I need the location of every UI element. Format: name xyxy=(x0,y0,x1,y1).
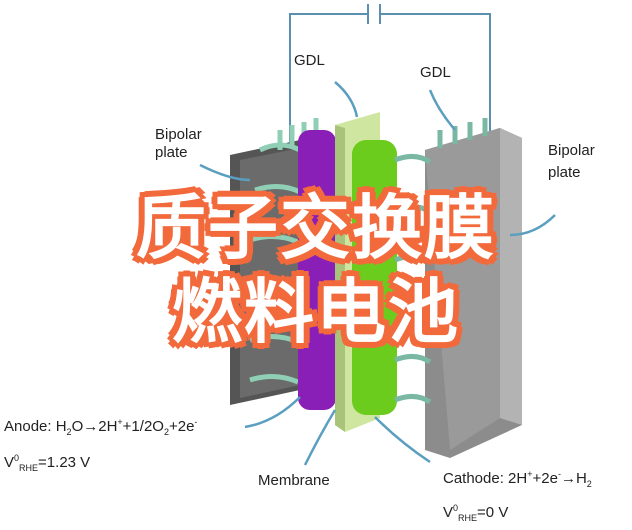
anode-reaction-label: Anode: H2O→2H++1/2O2+2e- V0RHE=1.23 V xyxy=(4,409,197,481)
cathode-reaction-label: Cathode: 2H++2e-→H2 V0RHE=0 V xyxy=(443,462,592,530)
gdl-right-label: GDL xyxy=(420,64,451,81)
bipolar-left-line2: plate xyxy=(155,144,188,161)
bipolar-right-line1: Bipolar xyxy=(548,142,595,159)
gdl-left-label: GDL xyxy=(294,52,325,69)
cathode-sup: - xyxy=(557,469,561,479)
cathode-text: Cathode: 2H xyxy=(443,470,528,487)
anode-potential-sup: 0 xyxy=(14,453,20,463)
cathode-catalyst-layer xyxy=(352,140,397,415)
overlay-title-line2: 燃料电池 xyxy=(172,271,460,353)
anode-catalyst-layer xyxy=(298,130,336,410)
cathode-gdl-fibers xyxy=(394,118,488,405)
anode-text: +2e xyxy=(168,418,195,435)
anode-potential: V xyxy=(4,454,15,471)
bipolar-left-line1: Bipolar xyxy=(155,126,202,143)
anode-potential-sub: RHE xyxy=(19,463,39,473)
bipolar-left-label: Bipolar plate xyxy=(155,126,202,162)
cathode-potential-value: =0 V xyxy=(477,504,509,521)
anode-text: +1/2O xyxy=(122,418,164,435)
membrane-label: Membrane xyxy=(258,472,330,489)
anode-sup: + xyxy=(117,417,123,427)
cathode-potential-sup: 0 xyxy=(453,503,459,513)
cathode-sub: 2 xyxy=(586,479,592,489)
anode-potential-value: =1.23 V xyxy=(38,454,91,471)
cathode-potential: V xyxy=(443,504,454,521)
cathode-text: +2e xyxy=(532,470,558,487)
cathode-potential-sub: RHE xyxy=(458,513,478,523)
anode-text: O→2H xyxy=(71,418,118,435)
cathode-text: →H xyxy=(560,470,587,487)
bipolar-right-line2: plate xyxy=(548,164,581,181)
cathode-sup: + xyxy=(527,469,533,479)
right-bipolar-plate xyxy=(425,128,522,458)
external-circuit-wire xyxy=(289,4,491,150)
bipolar-right-label: Bipolar plate xyxy=(548,140,595,184)
overlay-title-line1: 质子交换膜 xyxy=(136,187,496,269)
anode-gdl-fibers xyxy=(249,118,319,385)
anode-text: Anode: H xyxy=(4,418,67,435)
anode-sub: 2 xyxy=(163,427,169,437)
fuel-cell-diagram xyxy=(199,4,556,466)
anode-sub: 2 xyxy=(66,427,72,437)
pointer-arrows xyxy=(199,81,556,466)
anode-sup: - xyxy=(194,417,198,427)
